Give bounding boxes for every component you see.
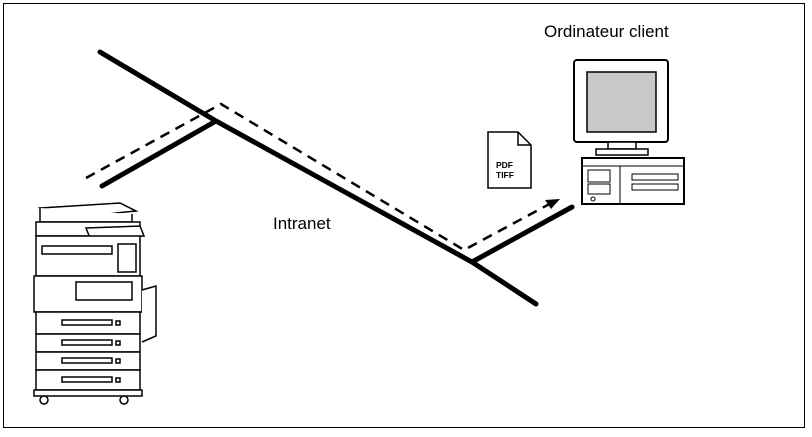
diagram-frame [3,3,805,428]
network-line-main [97,49,539,307]
data-flow-arrowhead [545,199,560,209]
document-format-pdf: PDF [496,160,513,170]
network-line-right [469,204,575,265]
document-format-tiff: TIFF [496,170,514,180]
network-line-left [99,118,219,189]
data-flow-path [85,102,556,252]
client-computer-label: Ordinateur client [544,22,669,41]
document-icon: PDF TIFF [487,131,532,189]
network-label: Intranet [273,214,331,233]
desktop-computer-icon [573,59,685,205]
mfp-printer-icon [33,202,157,405]
